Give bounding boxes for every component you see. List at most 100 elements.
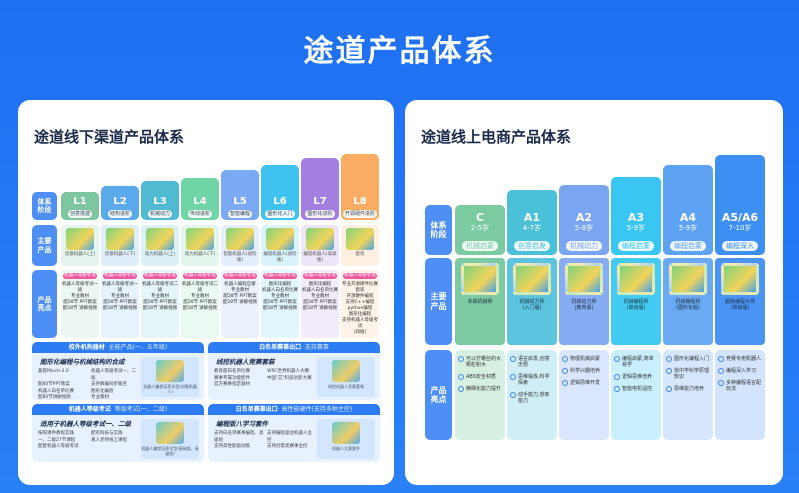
highlight-badge: 机器人等级考试 (103, 273, 137, 279)
row-header: 体系 阶段 (32, 192, 57, 220)
product-card[interactable]: 创意机器人(上) (61, 225, 99, 266)
row-header: 主要 产品 (425, 258, 452, 345)
product-card[interactable]: 编程机器人(进阶版) (261, 225, 299, 266)
highlight-text: 批中学科学原理知识 (674, 368, 710, 380)
highlight-line: (四级) (353, 330, 367, 335)
product-card[interactable]: 动力机器人(上) (141, 225, 179, 266)
highlight-line: 支持C++编程 (345, 300, 375, 305)
check-icon (666, 386, 672, 392)
card-header-sub: · 支持赛事 (301, 344, 329, 351)
product-name: 智能机器人(进阶版) (223, 252, 257, 263)
stage-tag: 机械启蒙 (462, 241, 498, 251)
highlight-text: 物理机械启蒙 (570, 356, 601, 362)
product-image (513, 263, 551, 295)
card-bullet: 兼容Mind+2.0 (38, 369, 69, 374)
feature-card[interactable]: 校外机构器材· 全能产品(一、五年级)图形化编程与机械结构的合成兼容Mind+2… (32, 342, 204, 400)
stage-code: C (475, 211, 485, 224)
product-card[interactable]: 动力机器人(下) (181, 225, 219, 266)
product-image (332, 360, 360, 382)
highlight-line: 专业开源硬件比赛套装 (342, 282, 378, 293)
product-highlights: 竞赛专用机器人编程深入学习多种编程语言配玩法 (715, 350, 765, 440)
card-bullet: 配80节PPT教案 (38, 382, 70, 387)
card-header-title: 校外机构器材 (68, 344, 105, 351)
product-name: 创意机器人(下) (104, 252, 136, 257)
level-code: L2 (113, 196, 127, 207)
feature-card[interactable]: 白名单赛事出口· 高性能硬件(支持多种主控)编程版八学习套件支持白名单赛事编程、… (208, 404, 380, 462)
card-header-sub: · 全能产品(一、五年级) (104, 344, 168, 351)
highlight-text: 多种编程语言配玩法 (726, 380, 762, 392)
check-icon (718, 380, 724, 386)
check-icon (458, 356, 464, 362)
highlight-text: 逻辑思维开发 (570, 380, 601, 386)
level-code: L7 (313, 196, 327, 207)
product-image (617, 263, 655, 295)
check-icon (718, 368, 724, 374)
product-image (306, 228, 334, 250)
highlight-item: 多种编程语言配玩法 (718, 380, 762, 392)
highlight-line: 专业教材 (151, 294, 169, 299)
product-name: 创意机器人(上) (64, 252, 96, 257)
product-card[interactable]: 智能机器人(进阶版) (221, 225, 259, 266)
highlight-line: 配28节 讲解视频 (302, 306, 338, 311)
card-bullet: 一、二级27节课程 (38, 437, 76, 443)
check-icon (562, 368, 568, 374)
product-image (156, 422, 184, 444)
product-card[interactable]: 机械动力师 (入门版) (507, 258, 557, 345)
highlight-item: 物理机械启蒙 (562, 356, 606, 362)
product-card[interactable]: 机械编程师 (高级版) (611, 258, 661, 345)
card-bullet: 配有科技与实践 (91, 431, 123, 436)
level-tag-wrap: 创意搭建 (61, 206, 99, 218)
online-panel-title: 途道线上电商产品体系 (421, 128, 572, 146)
feature-card[interactable]: 机器人等级考试· 等级考试(一、二级)适用于机器人等级考试一、二级按照课件教程实… (32, 404, 204, 462)
highlight-line: 专业教材 (71, 294, 89, 299)
product-name: 机械编程师 (高级版) (623, 299, 649, 311)
stage-tag: 机械动力 (566, 241, 602, 251)
product-card[interactable]: 未来机械师 (455, 258, 505, 345)
highlight-line: 配28节 讲解视频 (182, 306, 218, 311)
level-tag: 结构进阶 (107, 210, 132, 218)
highlight-line: 机器人等级考试二级 (142, 282, 178, 293)
highlight-line: 配28节 PPT教案 (263, 300, 297, 305)
highlight-item: 竞赛专用机器人 (718, 356, 762, 362)
highlight-line: 图形化编程 (268, 282, 292, 287)
highlight-text: 思维锻炼,科学探索 (518, 374, 550, 386)
product-highlights: 机器人等级考试机器人等级考试一级专业教材配28节 PPT教案配28节 讲解视频 (101, 270, 139, 338)
card-bullet: 中国"芯"科技创新大赛 (267, 375, 312, 381)
level-column-L2: L2 结构进阶 (101, 186, 139, 220)
highlight-item: 智能电机遥控 (614, 386, 658, 392)
card-bullet: 机器人等级考试一、二级 (91, 369, 136, 381)
level-tag-wrap: 智能编程 (221, 206, 259, 218)
product-card[interactable]: 机械动力师 (教育版) (559, 258, 609, 345)
highlight-line: 配28节 PPT教案 (143, 300, 177, 305)
product-name: 超级编程大师 (高级版) (724, 299, 755, 311)
highlight-line: 配28节 讲解视频 (222, 300, 258, 305)
highlight-line: 配28节 讲解视频 (62, 306, 98, 311)
stage-age: 2-5岁 (470, 224, 490, 232)
product-image (721, 263, 759, 295)
level-code: L3 (153, 196, 167, 207)
level-code: L4 (193, 196, 207, 207)
product-card[interactable]: 机械编程师 (图形化版) (663, 258, 713, 345)
highlight-item: 批中学科学原理知识 (666, 368, 710, 380)
product-card[interactable]: 套装 (341, 225, 379, 266)
highlight-item: 编程启蒙,简单易学 (614, 356, 658, 368)
product-card[interactable]: 编程机器人(高级版) (301, 225, 339, 266)
product-card[interactable]: 超级编程大师 (高级版) (715, 258, 765, 345)
highlight-text: 思维能力培养 (674, 386, 705, 392)
product-image (66, 228, 94, 250)
level-tag-wrap: 结构进阶 (101, 206, 139, 218)
card-bullet: 图形化编程 (91, 388, 114, 394)
highlight-item: ABS安全材质 (458, 374, 502, 380)
stage-age: 5-9岁 (626, 224, 646, 232)
highlight-badge: 机器人等级考试 (343, 273, 377, 279)
product-card[interactable]: 创意机器人(下) (101, 225, 139, 266)
